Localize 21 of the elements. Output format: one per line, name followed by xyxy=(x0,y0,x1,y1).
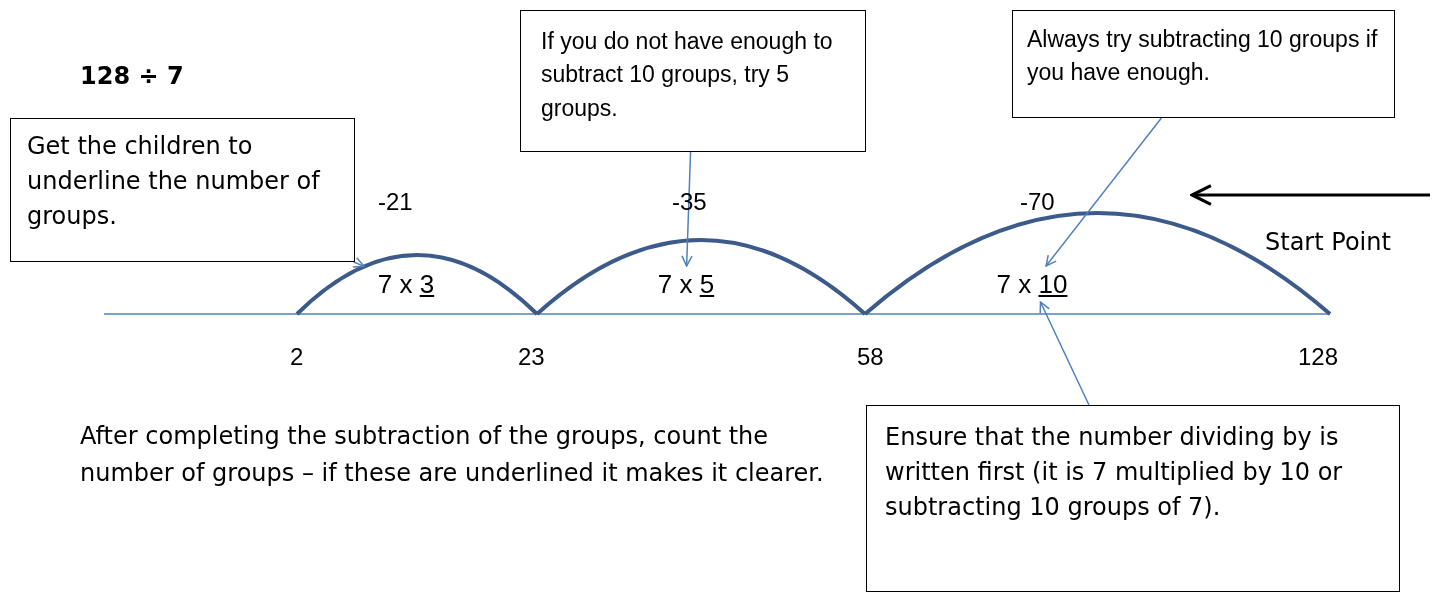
start-label: Start Point xyxy=(1265,228,1391,257)
note-box: Ensure that the number dividing by is written first (it is 7 multiplied by 10 or subtracting 10 groups of 7). xyxy=(866,405,1400,592)
number-label: 23 xyxy=(518,343,545,372)
multiplication-label: 7 x 3 xyxy=(364,266,448,302)
problem-text: 128 ÷ 7 xyxy=(80,62,184,91)
leader-arrow xyxy=(1039,301,1090,406)
multiplication-label: 7 x 10 xyxy=(980,266,1084,302)
note-box: Always try subtracting 10 groups if you have enough. xyxy=(1012,10,1395,118)
note-box: Get the children to underline the number of groups. xyxy=(10,118,355,262)
number-label: 128 xyxy=(1298,343,1339,372)
leader-arrow xyxy=(1045,117,1163,267)
leader-arrow xyxy=(352,257,365,268)
multiplication-label: 7 x 5 xyxy=(644,266,728,302)
number-label: 2 xyxy=(290,343,304,372)
jump-label: -35 xyxy=(672,188,707,217)
note-box: If you do not have enough to subtract 10 groups, try 5 groups. xyxy=(520,10,866,152)
leader-arrow xyxy=(681,151,693,267)
number-label: 58 xyxy=(857,343,884,372)
note-text: After completing the subtraction of the groups, count the number of groups – if these are underlined it makes it clearer. xyxy=(80,421,825,490)
jump-label: -21 xyxy=(378,188,413,217)
jump-label: -70 xyxy=(1020,188,1055,217)
